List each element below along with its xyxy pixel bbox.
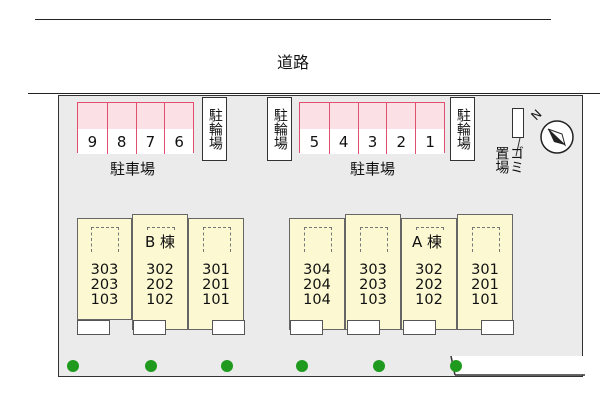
- building-a-unit: 304 204 104: [289, 218, 345, 330]
- parking-space: 1: [415, 103, 444, 154]
- balcony: [347, 320, 380, 335]
- room-number: 202: [146, 277, 174, 293]
- unit-rooms: 302 202 102: [402, 263, 456, 308]
- room-number: 201: [471, 277, 499, 293]
- room-number: 103: [90, 292, 119, 308]
- parking-space-number: 6: [174, 133, 184, 151]
- tree-icon: [373, 360, 385, 372]
- garbage-label-text: ゴミ置場: [493, 146, 524, 174]
- unit-rooms: 301 201 101: [189, 263, 243, 308]
- room-number: 301: [471, 262, 499, 278]
- room-number: 102: [415, 292, 443, 308]
- parking-left-label: 駐車場: [110, 160, 156, 178]
- bicycle-parking-right: 駐輪場: [450, 97, 475, 161]
- tree-icon: [221, 360, 233, 372]
- unit-rooms: 302 202 102: [133, 263, 187, 308]
- room-number: 302: [146, 262, 174, 278]
- parking-space: 4: [328, 103, 358, 154]
- balcony: [290, 320, 323, 335]
- garbage-leader-line: [515, 137, 521, 157]
- parking-space-number: 2: [396, 133, 407, 151]
- building-a-unit: 301 201 101: [457, 214, 513, 330]
- room-number: 302: [415, 262, 443, 278]
- room-number: 303: [359, 262, 387, 278]
- garbage-box: [512, 108, 524, 138]
- road-bottom-line: [28, 93, 600, 94]
- room-number: 101: [202, 292, 230, 308]
- bicycle-parking-middle: 駐輪場: [267, 97, 292, 161]
- building-b-unit: 303 203 103: [77, 218, 132, 320]
- parking-space: 5: [300, 103, 329, 154]
- bicycle-parking-label: 駐輪場: [271, 108, 288, 150]
- parking-space: 2: [386, 103, 416, 154]
- parking-right-label: 駐車場: [350, 160, 396, 178]
- room-number: 301: [202, 262, 230, 278]
- room-number: 102: [146, 292, 174, 308]
- tree-icon: [450, 360, 462, 372]
- room-number: 204: [303, 277, 331, 293]
- room-number: 201: [202, 277, 230, 293]
- parking-space-number: 9: [87, 133, 98, 151]
- bicycle-parking-label: 駐輪場: [206, 108, 223, 150]
- parking-space-number: 4: [338, 133, 349, 151]
- road-top-line: [35, 19, 551, 20]
- parking-space-number: 1: [425, 133, 435, 151]
- room-number: 202: [415, 277, 443, 293]
- parking-right: 5 4 3 2 1: [299, 102, 445, 154]
- unit-rooms: 303 203 103: [78, 263, 131, 308]
- road-label: 道路: [277, 53, 310, 72]
- parking-space: 6: [164, 103, 193, 154]
- room-number: 104: [303, 292, 331, 308]
- parking-space-number: 7: [145, 133, 156, 151]
- parking-space-number: 5: [309, 133, 320, 151]
- tree-icon: [145, 360, 157, 372]
- unit-rooms: 301 201 101: [458, 263, 512, 308]
- bicycle-parking-label: 駐輪場: [454, 108, 471, 150]
- north-compass-icon: [540, 120, 574, 154]
- tree-icon: [296, 360, 308, 372]
- room-number: 203: [90, 277, 119, 293]
- parking-space: 3: [357, 103, 387, 154]
- lot-corner-notch: [450, 355, 585, 376]
- unit-rooms: 304 204 104: [290, 263, 344, 308]
- room-number: 101: [471, 292, 499, 308]
- balcony: [403, 320, 436, 335]
- balcony: [481, 320, 514, 335]
- building-a-label: A 棟: [410, 231, 445, 252]
- room-number: 103: [359, 292, 387, 308]
- parking-space-number: 8: [116, 133, 127, 151]
- bicycle-parking-left: 駐輪場: [202, 97, 227, 161]
- unit-rooms: 303 203 103: [346, 263, 400, 308]
- room-number: 203: [359, 277, 387, 293]
- room-number: 303: [90, 262, 119, 278]
- parking-space: 7: [135, 103, 165, 154]
- parking-space: 9: [78, 103, 107, 154]
- balcony: [133, 320, 166, 335]
- building-a-unit: 303 203 103: [345, 214, 401, 330]
- balcony: [212, 320, 245, 335]
- room-number: 304: [303, 262, 331, 278]
- parking-space-number: 3: [367, 133, 378, 151]
- garbage-label: ゴミ置場: [485, 146, 525, 186]
- building-b-unit: 301 201 101: [188, 218, 244, 330]
- balcony: [77, 320, 110, 335]
- building-b-label: B 棟: [143, 231, 178, 252]
- tree-icon: [67, 360, 79, 372]
- parking-left: 9 8 7 6: [77, 102, 194, 154]
- parking-space: 8: [106, 103, 136, 154]
